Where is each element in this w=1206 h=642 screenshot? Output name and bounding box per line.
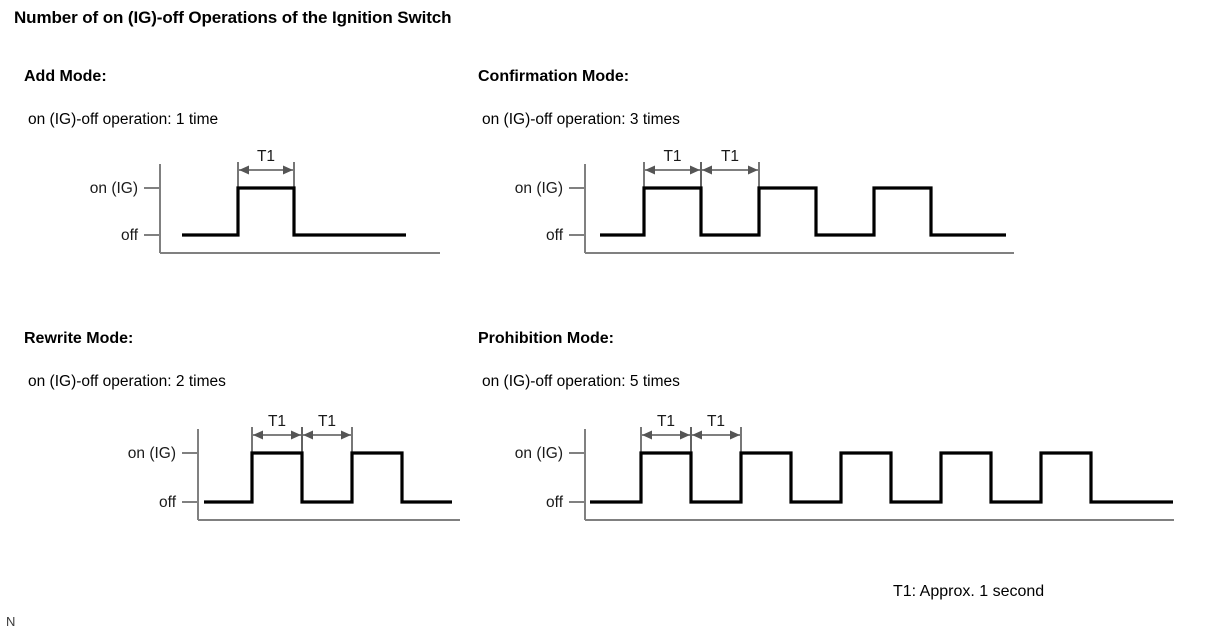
dimension-label-t1: T1	[257, 148, 275, 165]
panel-subtitle-confirmation-mode: on (IG)-off operation: 3 times	[482, 111, 680, 128]
dimension-label-t1: T1	[663, 148, 681, 165]
page-title: Number of on (IG)-off Operations of the …	[14, 8, 452, 27]
dimension-arrowhead-left	[303, 430, 313, 440]
dimension-label-t1: T1	[707, 413, 725, 430]
panel-heading-rewrite-mode: Rewrite Mode:	[24, 330, 134, 347]
dimension-label-t1: T1	[721, 148, 739, 165]
y-label-on: on (IG)	[515, 445, 563, 462]
y-label-on: on (IG)	[515, 180, 563, 197]
dimension-arrowhead-left	[702, 165, 712, 175]
dimension-arrowhead-left	[253, 430, 263, 440]
stray-mark: N	[6, 614, 16, 629]
waveform-chart-prohibition-mode: on (IG) off T1 T1	[478, 408, 1178, 540]
y-label-off: off	[121, 227, 139, 244]
y-label-off: off	[159, 494, 177, 511]
waveform-chart-rewrite-mode: on (IG) off T1 T1	[24, 408, 464, 540]
y-label-off: off	[546, 227, 564, 244]
dimension-arrowhead-right	[341, 430, 351, 440]
dimension-arrowhead-right	[680, 430, 690, 440]
ignition-waveform	[600, 186, 1006, 237]
ignition-waveform	[590, 451, 1173, 504]
dimension-arrowhead-left	[642, 430, 652, 440]
y-label-on: on (IG)	[128, 445, 176, 462]
dimension-label-t1: T1	[657, 413, 675, 430]
ignition-waveform	[204, 451, 452, 504]
waveform-chart-add-mode: on (IG) off T1	[24, 146, 444, 276]
panel-subtitle-prohibition-mode: on (IG)-off operation: 5 times	[482, 373, 680, 390]
dimension-arrowhead-right	[291, 430, 301, 440]
panel-heading-add-mode: Add Mode:	[24, 68, 107, 85]
panel-heading-confirmation-mode: Confirmation Mode:	[478, 68, 630, 85]
dimension-arrowhead-right	[730, 430, 740, 440]
dimension-arrowhead-left	[692, 430, 702, 440]
panel-heading-prohibition-mode: Prohibition Mode:	[478, 330, 614, 347]
waveform-chart-confirmation-mode: on (IG) off T1 T1	[478, 146, 1018, 276]
dimension-arrowhead-right	[283, 165, 293, 175]
dimension-arrowhead-right	[690, 165, 700, 175]
dimension-arrowhead-right	[748, 165, 758, 175]
footnote-t1-definition: T1: Approx. 1 second	[893, 583, 1045, 600]
panel-subtitle-rewrite-mode: on (IG)-off operation: 2 times	[28, 373, 226, 390]
ignition-waveform	[182, 186, 406, 237]
panel-subtitle-add-mode: on (IG)-off operation: 1 time	[28, 111, 219, 128]
y-label-off: off	[546, 494, 564, 511]
dimension-label-t1: T1	[268, 413, 286, 430]
dimension-label-t1: T1	[318, 413, 336, 430]
dimension-arrowhead-left	[239, 165, 249, 175]
y-label-on: on (IG)	[90, 180, 138, 197]
dimension-arrowhead-left	[645, 165, 655, 175]
